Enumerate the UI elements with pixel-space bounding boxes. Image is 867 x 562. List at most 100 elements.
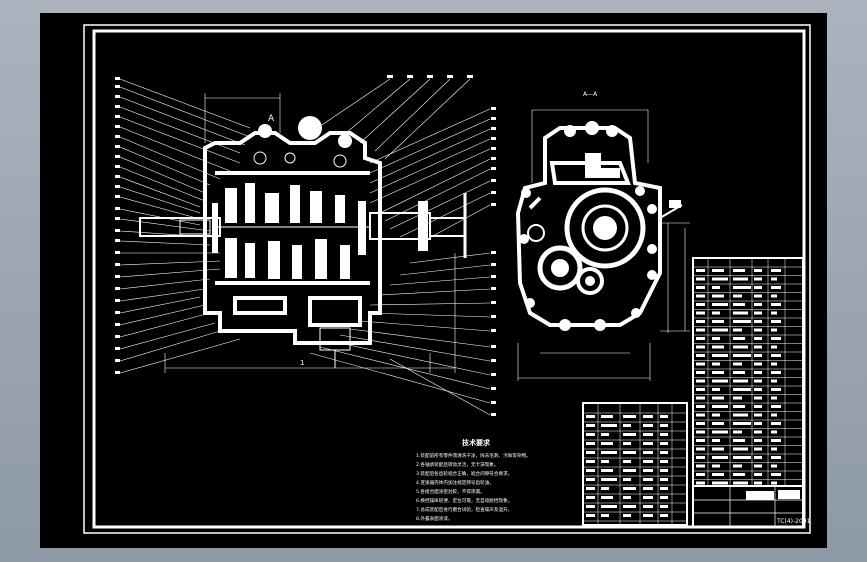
cell-mark <box>771 320 781 323</box>
cell-mark <box>660 487 668 490</box>
cell-mark <box>771 269 781 272</box>
cell-mark <box>601 415 613 418</box>
cell-mark <box>733 464 742 468</box>
cell-mark <box>623 505 636 508</box>
overall-dimension: 1 <box>300 359 304 367</box>
cell-mark <box>623 415 636 418</box>
cell-mark <box>733 303 745 306</box>
cell-mark <box>623 433 636 436</box>
section-label-aa: A—A <box>583 91 598 98</box>
cell-mark <box>771 447 777 451</box>
note-item: 7.总成装配后进行磨合试验，检查噪声及温升。 <box>416 506 512 513</box>
cell-mark <box>771 379 777 383</box>
note-item: 3.装配后各齿轮啮合正确，啮合间隙符合要求。 <box>416 470 512 477</box>
cell-mark <box>712 269 724 272</box>
cell-mark <box>623 487 636 490</box>
cell-mark <box>754 354 762 357</box>
cell-mark <box>696 277 705 281</box>
cell-mark <box>696 473 705 476</box>
cell-mark <box>733 481 748 485</box>
cell-mark <box>712 345 724 349</box>
note-item: 8.外露表面涂漆。 <box>416 515 453 522</box>
cell-mark <box>601 460 609 463</box>
cell-mark <box>643 496 653 499</box>
cell-mark <box>754 405 762 408</box>
cell-mark <box>754 345 762 349</box>
cell-mark <box>643 442 653 445</box>
cell-mark <box>733 371 745 374</box>
cell-mark <box>696 422 705 425</box>
cell-mark <box>771 277 777 281</box>
cell-mark <box>712 396 724 400</box>
cell-mark <box>660 496 668 499</box>
right-view-bolts <box>519 121 657 331</box>
notes-heading: 技术要求 <box>462 438 491 447</box>
cell-mark <box>623 451 636 454</box>
cell-mark <box>733 422 751 425</box>
cell-mark <box>771 481 777 485</box>
cell-mark <box>586 415 595 418</box>
cell-mark <box>771 439 781 442</box>
note-item: 6.换挡操纵轻便，定位可靠，无自动脱挡现象。 <box>416 497 512 504</box>
cell-mark <box>586 496 595 499</box>
cell-mark <box>586 487 595 490</box>
cell-mark <box>733 354 751 357</box>
cell-mark <box>712 481 728 485</box>
cell-mark <box>660 478 668 481</box>
cell-mark <box>660 415 668 418</box>
cell-mark <box>712 277 728 281</box>
cell-mark <box>623 514 631 517</box>
cell-mark <box>696 413 705 417</box>
cell-mark <box>754 294 762 298</box>
cell-mark <box>696 396 705 400</box>
cell-mark <box>601 433 609 436</box>
cell-mark <box>754 473 762 476</box>
cell-mark <box>754 320 762 323</box>
cell-mark <box>712 311 720 315</box>
note-item: 1.装配前所有零件须清洗干净，除去毛刺、污垢等杂物。 <box>416 452 531 459</box>
right-view-gears <box>527 187 646 295</box>
right-leader-lines <box>309 78 491 416</box>
cell-mark <box>623 478 631 481</box>
cell-mark <box>586 442 595 445</box>
cell-mark <box>601 451 617 454</box>
cell-mark <box>696 328 705 332</box>
cell-mark <box>623 469 636 472</box>
cell-mark <box>733 277 748 281</box>
cad-drawing: A 1 A—A <box>83 24 811 534</box>
cell-mark <box>601 505 617 508</box>
cell-mark <box>754 371 762 374</box>
cell-mark <box>754 422 762 425</box>
cell-mark <box>660 514 668 517</box>
cell-mark <box>623 460 631 463</box>
cell-mark <box>712 328 728 332</box>
cell-mark <box>696 294 705 298</box>
cell-mark <box>696 311 705 315</box>
cell-mark <box>754 277 762 281</box>
cell-mark <box>771 311 777 315</box>
cell-mark <box>586 478 595 481</box>
cell-mark <box>733 311 748 315</box>
cell-mark <box>771 422 781 425</box>
shafts <box>139 193 467 258</box>
cell-mark <box>696 269 705 272</box>
cell-mark <box>754 481 762 485</box>
cell-mark <box>643 460 653 463</box>
cell-mark <box>643 424 653 427</box>
cell-mark <box>601 442 613 445</box>
cell-mark <box>712 379 728 383</box>
cell-mark <box>696 464 705 468</box>
cell-mark <box>623 424 631 427</box>
cell-mark <box>696 371 705 374</box>
cell-mark <box>771 371 781 374</box>
cell-mark <box>643 469 653 472</box>
cell-mark <box>712 430 728 434</box>
cell-mark <box>712 447 724 451</box>
leader-number-marks <box>115 75 496 416</box>
cell-mark <box>771 354 781 357</box>
cell-mark <box>660 442 668 445</box>
cell-mark <box>733 456 751 459</box>
cell-mark <box>643 478 653 481</box>
cell-mark <box>771 362 777 366</box>
cell-mark <box>712 354 728 357</box>
